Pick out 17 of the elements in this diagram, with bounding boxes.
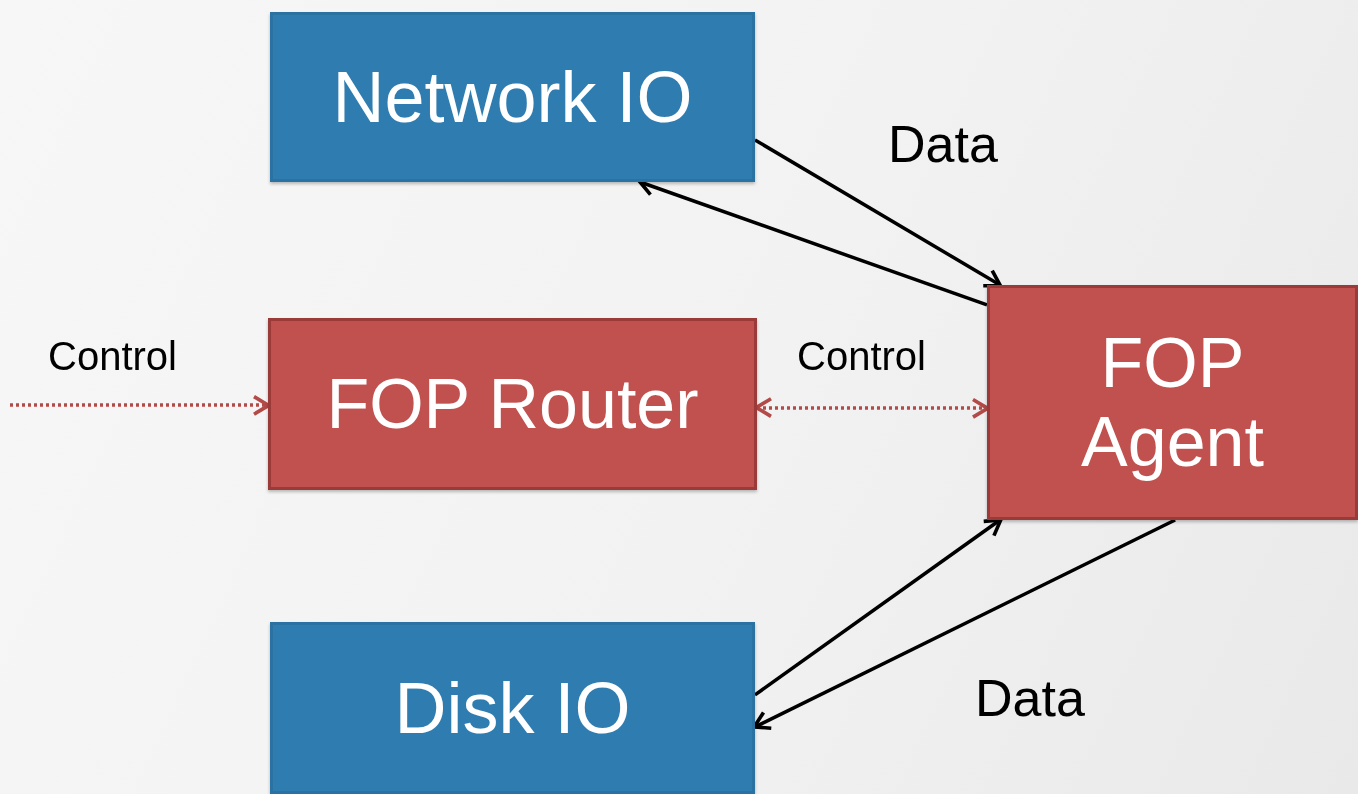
edge-label: Control <box>48 336 177 376</box>
process-box <box>270 622 755 794</box>
box-label: FOP Agent <box>1080 324 1265 481</box>
arrow <box>754 138 1002 287</box>
box-label: Disk IO <box>394 667 631 749</box>
edge-label: Data <box>975 672 1085 724</box>
box-label: FOP Router <box>326 364 699 444</box>
dashed-arrow <box>755 397 989 418</box>
arrow <box>754 518 1002 697</box>
process-box <box>270 12 755 182</box>
edge-label: Data <box>888 118 998 170</box>
process-box <box>987 285 1358 520</box>
edge-label: Control <box>797 336 926 376</box>
process-box <box>268 318 757 490</box>
arrow <box>753 518 1176 730</box>
box-label: Network IO <box>332 56 693 138</box>
dashed-arrow <box>10 395 270 416</box>
